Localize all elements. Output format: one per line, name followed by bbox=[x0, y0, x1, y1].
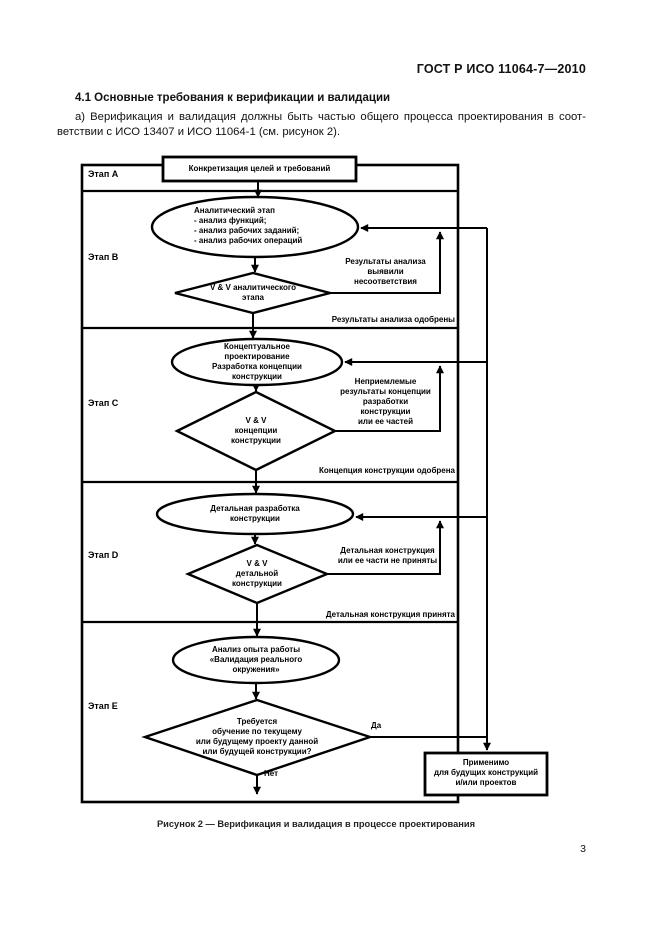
document-header: ГОСТ Р ИСО 11064-7—2010 bbox=[416, 62, 586, 76]
ellipse-c-label: Концептуальное проектирование Разработка… bbox=[212, 342, 302, 381]
section-heading: 4.1 Основные требования к верификации и … bbox=[75, 92, 391, 104]
future-box-shape bbox=[423, 751, 549, 797]
start-box-shape bbox=[161, 155, 358, 183]
yes-label: Да bbox=[371, 721, 382, 730]
approved-c-label: Концепция конструкции одобрена bbox=[318, 466, 455, 475]
feedback-c-label: Неприемлемые результаты концепции разраб… bbox=[340, 377, 431, 426]
diamond-c-label: V & V концепции конструкции bbox=[231, 416, 281, 445]
ellipse-b-label: Аналитический этап - анализ функций; - а… bbox=[194, 206, 303, 245]
stage-label-d: Этап D bbox=[88, 550, 119, 560]
no-label: Нет bbox=[264, 769, 279, 778]
body-paragraph-line-2: ветствии с ИСО 13407 и ИСО 11064-1 (см. … bbox=[57, 125, 341, 138]
stage-label-a: Этап A bbox=[88, 169, 119, 179]
rework-loop-d bbox=[327, 520, 444, 575]
diamond-e-label: Требуется обучение по текущему или будущ… bbox=[195, 717, 319, 756]
body-paragraph-line-1: а) Верификация и валидация должны быть ч… bbox=[75, 111, 586, 123]
approved-b-label: Результаты анализа одобрены bbox=[331, 315, 455, 324]
diamond-c-shape bbox=[174, 390, 338, 472]
stage-label-c: Этап C bbox=[88, 398, 119, 408]
diamond-b-shape bbox=[174, 271, 335, 315]
feedback-b-label: Результаты анализа выявили несоответстви… bbox=[345, 257, 426, 286]
ellipse-e-shape bbox=[171, 635, 341, 685]
ellipse-d-shape bbox=[155, 492, 355, 536]
ellipse-b-shape bbox=[150, 195, 360, 259]
stage-label-e: Этап E bbox=[88, 701, 118, 711]
figure-caption: Рисунок 2 — Верификация и валидация в пр… bbox=[156, 819, 476, 829]
diamond-e-shape bbox=[141, 698, 374, 777]
diamond-b-label: V & V аналитического этапа bbox=[209, 283, 297, 302]
ellipse-e-label: Анализ опыта работы «Валидация реального… bbox=[209, 645, 303, 674]
ellipse-c-shape bbox=[170, 337, 344, 387]
rework-loop-c bbox=[335, 365, 444, 432]
approved-d-label: Детальная конструкция принята bbox=[325, 610, 455, 619]
ellipse-d-label: Детальная разработка конструкции bbox=[210, 504, 300, 523]
future-box-label: Применимо для будущих конструкций и/или … bbox=[433, 758, 539, 787]
page-number: 3 bbox=[580, 843, 586, 855]
stage-label-b: Этап B bbox=[88, 252, 119, 262]
diamond-d-label: V & V детальной конструкции bbox=[232, 559, 282, 588]
rework-loop-b bbox=[330, 231, 444, 294]
feedback-d-label: Детальная конструкция или ее части не пр… bbox=[337, 546, 438, 565]
start-box-label: Конкретизация целей и требований bbox=[188, 164, 331, 173]
diamond-d-shape bbox=[184, 543, 331, 605]
